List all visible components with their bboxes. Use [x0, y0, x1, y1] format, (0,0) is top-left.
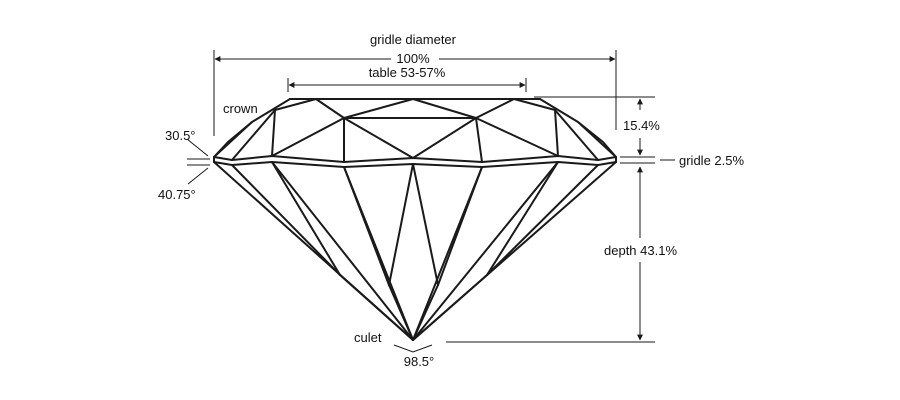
- pavilion-angle-label: 40.75°: [158, 187, 196, 202]
- crown-angle-marker: 30.5°: [165, 128, 210, 160]
- culet-angle-label: 98.5°: [404, 354, 435, 369]
- crown-label: crown: [223, 101, 258, 116]
- pavilion-facets: [231, 161, 599, 341]
- diamond-drawing: [213, 98, 617, 341]
- diameter-percent-label: 100%: [396, 51, 430, 66]
- depth-label: depth 43.1%: [604, 243, 677, 258]
- culet-label: culet: [354, 330, 382, 345]
- diameter-dimension: gridle diameter 100%: [213, 32, 617, 136]
- crown-height-dimension: 15.4%: [534, 96, 660, 156]
- girdle-label: gridle 2.5%: [679, 153, 744, 168]
- crown-angle-label: 30.5°: [165, 128, 196, 143]
- pavilion-angle-marker: 40.75°: [158, 164, 210, 202]
- depth-dimension: depth 43.1%: [446, 166, 677, 343]
- table-label: table 53-57%: [369, 65, 446, 80]
- crown-facets: [213, 98, 617, 163]
- girdle-diameter-label: gridle diameter: [370, 32, 457, 47]
- girdle-dimension: gridle 2.5%: [620, 153, 744, 168]
- culet-marker: culet 98.5°: [354, 330, 434, 369]
- table-dimension: table 53-57%: [287, 65, 527, 92]
- crown-height-label: 15.4%: [623, 118, 660, 133]
